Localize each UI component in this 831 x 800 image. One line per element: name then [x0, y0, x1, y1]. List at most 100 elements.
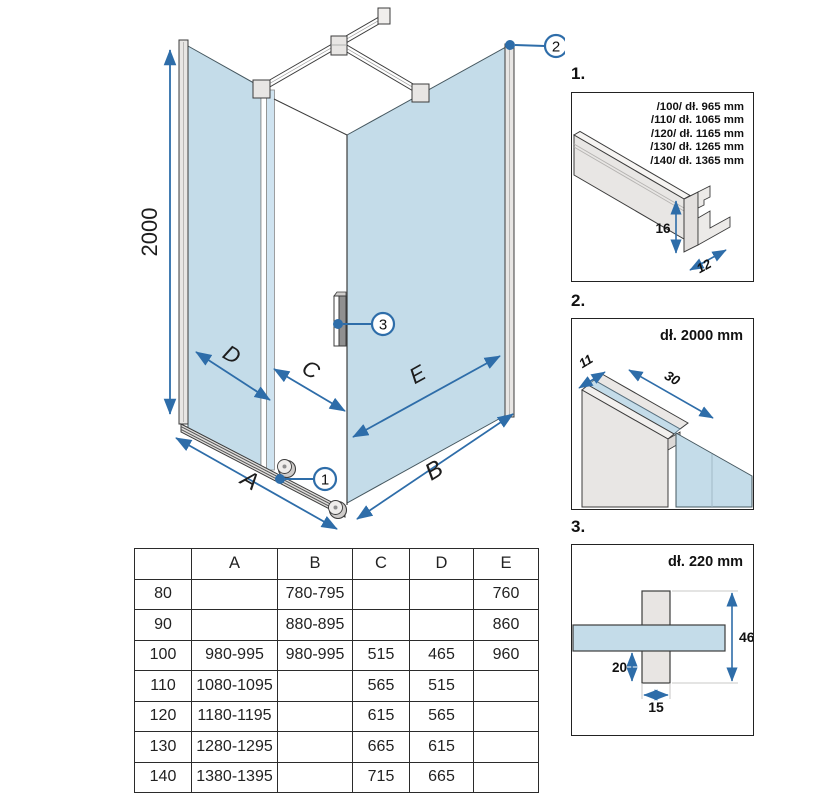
table-cell: [352, 578, 410, 610]
table-cell: 615: [409, 731, 474, 763]
left-wall-profile: [178, 39, 189, 425]
detail-3-dim-offset: 20: [612, 660, 627, 675]
detail-1-dim-lines: [670, 200, 727, 271]
length-option: /100/ dł. 965 mm: [656, 101, 744, 113]
table-cell: [473, 700, 539, 732]
callout-3: 3: [333, 311, 396, 337]
table-cell: 1380-1395: [191, 761, 278, 793]
table-cell: 110: [134, 670, 192, 702]
table-cell: 515: [352, 639, 410, 671]
length-option: /140/ dł. 1365 mm: [650, 154, 744, 167]
table-cell: 980-995: [277, 639, 353, 671]
detail-3-label: 3.: [571, 517, 586, 536]
dim-line-A: [175, 437, 338, 530]
top-support-bar-long: [260, 13, 385, 93]
table-cell: [473, 761, 539, 793]
table-cell: 465: [409, 639, 474, 671]
detail-3-dim-lines: [626, 592, 738, 701]
dimension-arrows: [163, 49, 514, 530]
rail-profile-3d: [573, 130, 731, 253]
detail-1-dim-height: 16: [655, 221, 671, 236]
table-cell: [352, 609, 410, 641]
table-cell: [277, 731, 353, 763]
wall-mount-cap: [377, 7, 391, 25]
table-cell: 860: [473, 609, 539, 641]
callout-1: 1: [275, 466, 338, 492]
glass-cross-section: [572, 624, 726, 652]
detail-3-length: dł. 220 mm: [668, 554, 743, 570]
right-glass-clamp: [411, 83, 430, 103]
callout-3-number: 3: [379, 317, 387, 334]
enclosure-isometric-drawing: 2000 D C E A B 2 3 1: [137, 7, 565, 530]
top-support-bar-short: [339, 40, 421, 96]
table-cell: [191, 578, 278, 610]
door-handle: [333, 291, 347, 347]
detail-2-dim-lines: [578, 369, 714, 419]
column-header: D: [409, 548, 474, 580]
door-roller-right: [328, 500, 348, 520]
detail-1-box: 16 12 /100/ dł. 965 mm /110/ dł. 1065 mm…: [571, 92, 754, 282]
table-cell: 100: [134, 639, 192, 671]
left-glass-clamp: [252, 79, 271, 99]
detail-1-label: 1.: [571, 64, 586, 83]
detail-3-dim-width: 15: [648, 699, 664, 715]
table-cell: 80: [134, 578, 192, 610]
length-option: /130/ dł. 1265 mm: [650, 141, 744, 154]
column-header: B: [277, 548, 353, 580]
table-cell: 565: [352, 670, 410, 702]
table-cell: [277, 700, 353, 732]
detail-2-label: 2.: [571, 291, 586, 310]
table-cell: 1280-1295: [191, 731, 278, 763]
dim-line-D: [195, 351, 271, 401]
detail-2-dim-width: 30: [662, 368, 683, 389]
detail-3-box: 46 20 15 dł. 220 mm: [571, 544, 754, 736]
table-cell: 980-995: [191, 639, 278, 671]
detail-1-drawing: 16 12: [573, 130, 731, 276]
table-cell: [409, 578, 474, 610]
extension-lines: [641, 590, 738, 699]
detail-2-box: 11 30 dł. 2000 mm: [571, 318, 754, 510]
table-cell: 665: [409, 761, 474, 793]
bar-cross-clamp: [330, 35, 348, 56]
column-header: C: [352, 548, 410, 580]
detail-3-drawing: 46 20 15: [572, 590, 753, 715]
table-cell: [277, 670, 353, 702]
table-cell: 1080-1095: [191, 670, 278, 702]
table-cell: 880-895: [277, 609, 353, 641]
dim-line-C: [273, 368, 346, 412]
left-fixed-glass-panel: [187, 45, 262, 467]
door-top-edge-line: [273, 98, 348, 136]
table-cell: 960: [473, 639, 539, 671]
right-wall-profile: [504, 43, 515, 418]
length-option: /110/ dł. 1065 mm: [650, 114, 744, 127]
column-header: E: [473, 548, 539, 580]
table-cell: 615: [352, 700, 410, 732]
table-cell: 120: [134, 700, 192, 732]
table-cell: 515: [409, 670, 474, 702]
column-header: [134, 548, 192, 580]
table-cell: 1180-1195: [191, 700, 278, 732]
glass-pane-3d: [675, 432, 753, 508]
detail-2-length: dł. 2000 mm: [659, 328, 743, 344]
column-header: A: [191, 548, 278, 580]
detail-2-dim-depth: 11: [576, 351, 595, 371]
table-cell: 140: [134, 761, 192, 793]
detail-3-dim-total: 46: [739, 629, 753, 645]
callout-1-number: 1: [321, 472, 329, 489]
detail-2-drawing: 11 30: [576, 351, 753, 508]
table-cell: [473, 731, 539, 763]
length-option: /120/ dł. 1165 mm: [650, 127, 744, 140]
table-cell: 715: [352, 761, 410, 793]
dim-label-C: C: [298, 355, 325, 385]
sliding-door-edge-strip: [260, 87, 275, 471]
table-cell: 665: [352, 731, 410, 763]
table-cell: [277, 761, 353, 793]
